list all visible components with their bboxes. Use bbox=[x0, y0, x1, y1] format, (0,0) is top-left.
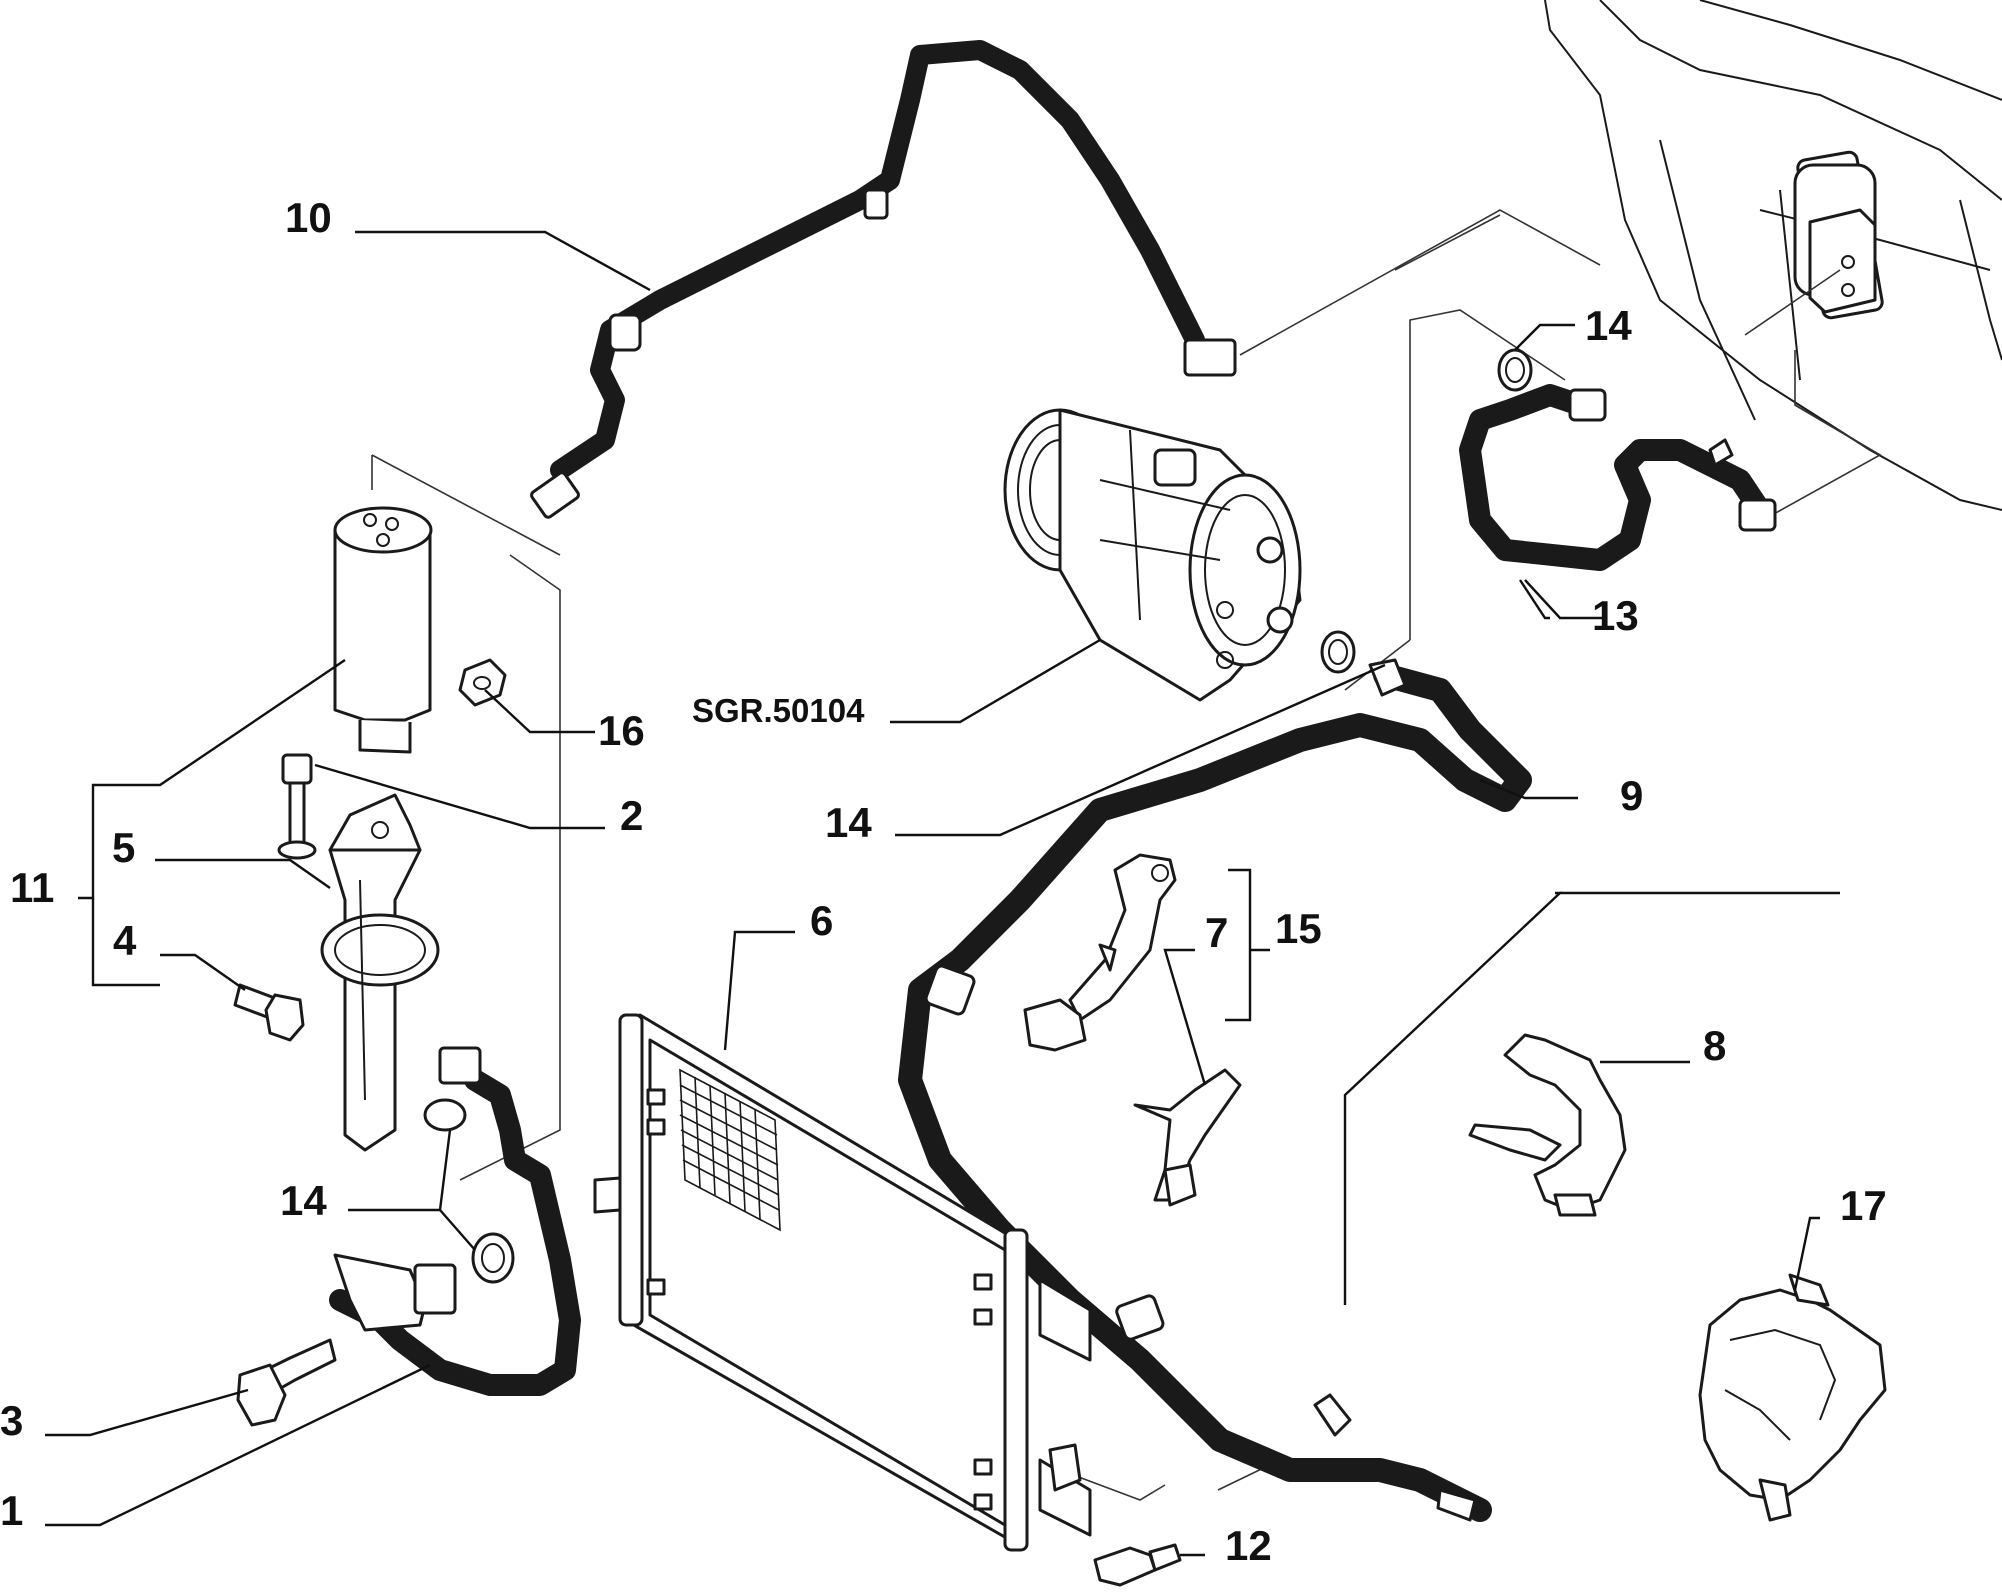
callout-15: 15 bbox=[1275, 905, 1322, 952]
callout-9: 9 bbox=[1620, 772, 1643, 819]
vehicle-body-outline bbox=[1544, 0, 2002, 511]
bolt-4 bbox=[233, 983, 305, 1042]
clip-7 bbox=[1133, 1068, 1242, 1207]
callout-11: 11 bbox=[10, 864, 54, 911]
clip-17 bbox=[1698, 1273, 1887, 1522]
compressor bbox=[1003, 408, 1302, 702]
o-ring-14-mid bbox=[1320, 630, 1356, 674]
callout-14-mid: 14 bbox=[825, 799, 872, 846]
callout-labels: 10 14 SGR.50104 13 16 2 5 11 4 14 9 6 7 … bbox=[0, 194, 1887, 1569]
callout-5: 5 bbox=[112, 824, 135, 871]
callout-7: 7 bbox=[1205, 909, 1228, 956]
hose-9 bbox=[898, 658, 1532, 1522]
pipe-10 bbox=[530, 40, 1237, 519]
drier-assembly bbox=[333, 506, 433, 754]
callout-1: 1 bbox=[0, 1487, 23, 1534]
callout-10: 10 bbox=[285, 194, 332, 241]
callout-6: 6 bbox=[810, 897, 833, 944]
o-ring-14-top bbox=[1497, 348, 1533, 392]
callout-leader-lines bbox=[45, 230, 1840, 1557]
drier-bracket bbox=[320, 793, 440, 1152]
callout-2: 2 bbox=[620, 792, 643, 839]
o-ring-14-bottom bbox=[471, 1232, 515, 1284]
hose-1 bbox=[329, 1046, 581, 1396]
hose-connector-block bbox=[1808, 208, 1877, 314]
hose-13 bbox=[1459, 384, 1777, 571]
callout-14-top: 14 bbox=[1585, 302, 1632, 349]
condenser-6 bbox=[593, 1013, 1092, 1552]
callout-4: 4 bbox=[113, 917, 137, 964]
o-ring-14-drier bbox=[423, 1098, 467, 1132]
bolt-2 bbox=[277, 753, 317, 860]
clip-8 bbox=[1468, 1033, 1627, 1217]
callout-14-bottom: 14 bbox=[280, 1177, 327, 1224]
callout-12: 12 bbox=[1225, 1522, 1272, 1569]
callout-17: 17 bbox=[1840, 1182, 1887, 1229]
reference-code: SGR.50104 bbox=[692, 692, 865, 729]
callout-13: 13 bbox=[1592, 592, 1639, 639]
assembly-guide-lines bbox=[371, 209, 1882, 1501]
callout-8: 8 bbox=[1703, 1022, 1726, 1069]
callout-3: 3 bbox=[0, 1397, 23, 1444]
bracket-15 bbox=[1023, 853, 1177, 1052]
callout-16: 16 bbox=[598, 707, 645, 754]
nut-16 bbox=[458, 658, 507, 707]
bolt-12 bbox=[1093, 1543, 1182, 1587]
bolt-3 bbox=[236, 1338, 337, 1427]
